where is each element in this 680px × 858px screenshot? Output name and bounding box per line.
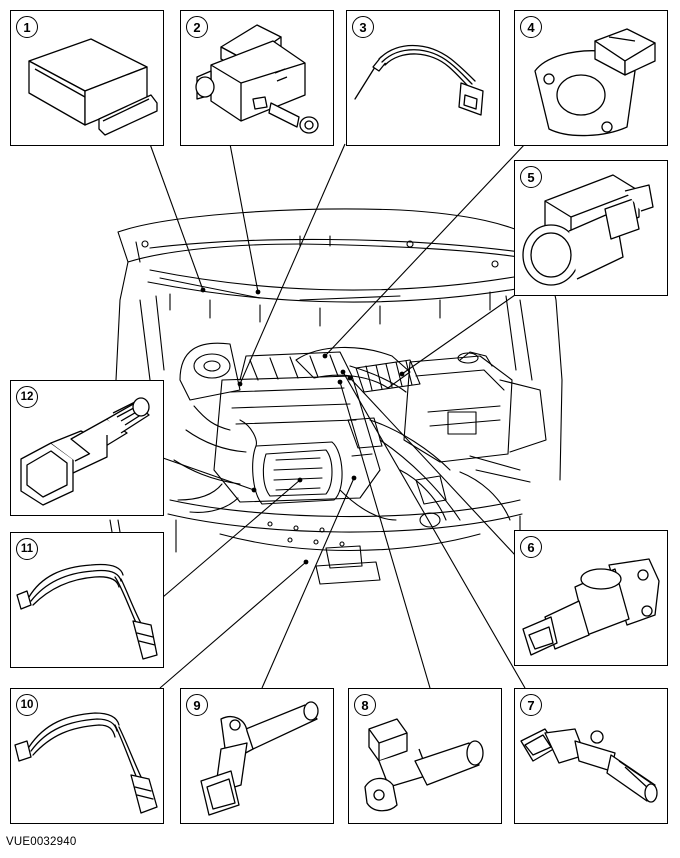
engine-control-module-icon xyxy=(28,38,158,136)
oxygen-sensor-downstream-icon xyxy=(14,712,158,814)
callout-badge-6: 6 xyxy=(520,536,542,558)
callout-badge-7: 7 xyxy=(520,694,542,716)
component-panel-11: 11 xyxy=(10,532,164,668)
temperature-sensor-icon xyxy=(354,44,484,116)
callout-badge-3: 3 xyxy=(352,16,374,38)
component-panel-4: 4 xyxy=(514,10,668,146)
callout-badge-1: 1 xyxy=(16,16,38,38)
callout-badge-11: 11 xyxy=(16,538,38,560)
flanged-sensor-icon xyxy=(522,558,660,656)
figure-reference: VUE0032940 xyxy=(6,836,77,848)
callout-badge-2: 2 xyxy=(186,16,208,38)
crankshaft-position-sensor-icon xyxy=(200,701,319,816)
vehicle-speed-sensor-icon xyxy=(520,728,658,803)
throttle-position-sensor-icon xyxy=(534,28,656,137)
oil-pressure-switch-icon xyxy=(20,397,150,506)
callout-badge-5: 5 xyxy=(520,166,542,188)
component-panel-6: 6 xyxy=(514,530,668,666)
camshaft-position-sensor-icon xyxy=(364,718,484,812)
component-panel-5: 5 xyxy=(514,160,668,296)
component-panel-9: 9 xyxy=(180,688,334,824)
component-panel-3: 3 xyxy=(346,10,500,146)
component-panel-12: 12 xyxy=(10,380,164,516)
component-panel-10: 10 xyxy=(10,688,164,824)
idle-air-control-valve-icon xyxy=(195,24,319,134)
component-panel-2: 2 xyxy=(180,10,334,146)
component-panel-7: 7 xyxy=(514,688,668,824)
callout-badge-12: 12 xyxy=(16,386,38,408)
callout-badge-4: 4 xyxy=(520,16,542,38)
component-panel-8: 8 xyxy=(348,688,502,824)
callout-badge-10: 10 xyxy=(16,694,38,716)
oxygen-sensor-upstream-icon xyxy=(16,563,158,660)
callout-badge-9: 9 xyxy=(186,694,208,716)
mass-air-flow-sensor-icon xyxy=(522,174,654,286)
callout-badge-8: 8 xyxy=(354,694,376,716)
component-panel-1: 1 xyxy=(10,10,164,146)
